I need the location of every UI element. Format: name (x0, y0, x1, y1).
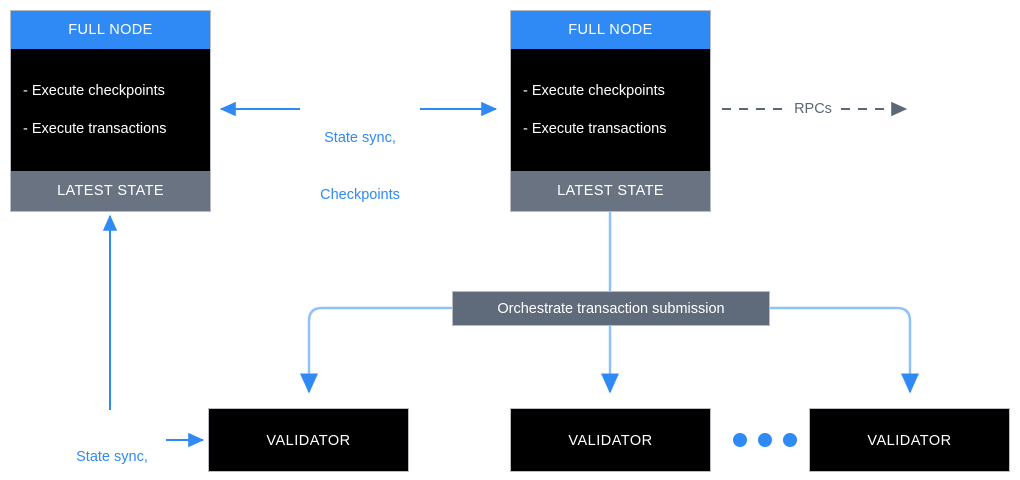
ellipsis-dot (758, 433, 772, 447)
full-node-bullet-execute-transactions: - Execute transactions (523, 121, 667, 137)
edge-orchestrate-to-validator-right (770, 306, 919, 394)
full-node-latest-state-2: LATEST STATE (511, 171, 710, 211)
edge-label-line-1: State sync, (324, 130, 396, 146)
validator-box-2: VALIDATOR (510, 408, 711, 472)
validator-ellipsis (733, 433, 797, 447)
full-node-body-1: - Execute checkpoints - Execute transact… (11, 49, 210, 171)
full-node-card-2: FULL NODE - Execute checkpoints - Execut… (510, 10, 711, 212)
edge-label-line-2: Checkpoints (320, 187, 400, 203)
full-node-card-1: FULL NODE - Execute checkpoints - Execut… (10, 10, 211, 212)
ellipsis-dot (733, 433, 747, 447)
validator-box-3: VALIDATOR (809, 408, 1010, 472)
ellipsis-dot (783, 433, 797, 447)
edge-label-state-sync-to-validator: State sync, Checkpoints (58, 410, 166, 480)
edge-label-state-sync-between-nodes: State sync, Checkpoints (300, 91, 420, 243)
full-node-bullet-execute-checkpoints: - Execute checkpoints (523, 83, 665, 99)
orchestrate-transaction-submission-bar: Orchestrate transaction submission (452, 291, 770, 326)
full-node-body-2: - Execute checkpoints - Execute transact… (511, 49, 710, 171)
full-node-header-2: FULL NODE (511, 11, 710, 49)
edge-label-line-1: State sync, (76, 449, 148, 465)
full-node-header-1: FULL NODE (11, 11, 210, 49)
full-node-bullet-execute-checkpoints: - Execute checkpoints (23, 83, 165, 99)
validator-box-1: VALIDATOR (208, 408, 409, 472)
edge-orchestrate-to-validator-left (299, 306, 452, 394)
full-node-bullet-execute-transactions: - Execute transactions (23, 121, 167, 137)
edge-label-rpcs: RPCs (790, 100, 836, 119)
full-node-latest-state-1: LATEST STATE (11, 171, 210, 211)
